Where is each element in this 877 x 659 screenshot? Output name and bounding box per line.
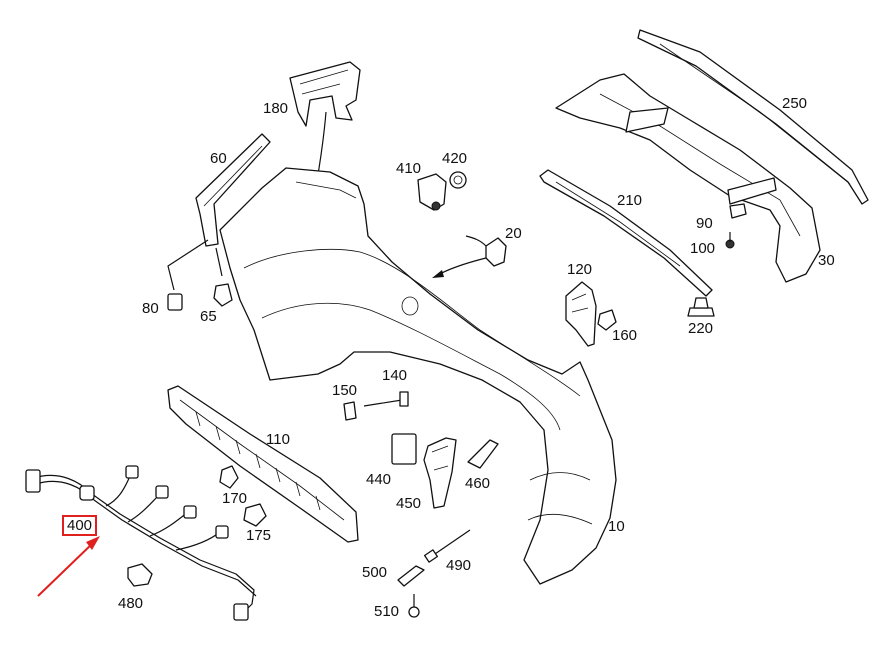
callout-460: 460 <box>465 475 491 492</box>
callout-210: 210 <box>617 192 643 209</box>
part-100-screw <box>725 232 735 249</box>
callout-140: 140 <box>382 367 408 384</box>
callout-400-highlighted: 400 <box>62 515 98 536</box>
part-30-diffuser <box>555 73 821 283</box>
part-80-clip <box>167 293 183 311</box>
callout-60: 60 <box>210 150 227 167</box>
part-10-bumper-cover <box>219 167 617 585</box>
callout-160: 160 <box>612 327 638 344</box>
leader-65 <box>215 247 223 277</box>
part-20-tow-cover <box>465 235 507 267</box>
callout-150: 150 <box>332 382 358 399</box>
part-175-grommet <box>243 503 267 527</box>
callout-250: 250 <box>782 95 808 112</box>
callout-450: 450 <box>396 495 422 512</box>
part-440-block <box>391 433 417 465</box>
callout-175: 175 <box>246 527 272 544</box>
highlight-arrow <box>37 536 100 597</box>
callout-480: 480 <box>118 595 144 612</box>
arrowhead-20 <box>432 270 444 278</box>
part-420-ring-inner <box>453 175 463 185</box>
callout-220: 220 <box>688 320 714 337</box>
callout-490: 490 <box>446 557 472 574</box>
part-420-ring <box>449 171 467 189</box>
callout-500: 500 <box>362 564 388 581</box>
callout-90: 90 <box>696 215 713 232</box>
part-170-clip <box>219 465 239 489</box>
callout-30: 30 <box>818 252 835 269</box>
callout-100: 100 <box>690 240 716 257</box>
callout-65: 65 <box>200 308 217 325</box>
part-410-sensor <box>417 173 447 211</box>
part-460-block <box>467 439 499 469</box>
part-250-trim-strip <box>637 29 869 205</box>
callout-420: 420 <box>442 150 468 167</box>
leader-80 <box>167 239 209 291</box>
callout-170: 170 <box>222 490 248 507</box>
part-110-absorber <box>167 385 359 543</box>
part-150-washer <box>343 401 357 421</box>
part-120-bracket <box>565 281 597 347</box>
part-160-clip <box>597 309 617 331</box>
callout-20: 20 <box>505 225 522 242</box>
part-490-pin <box>423 529 471 563</box>
callout-80: 80 <box>142 300 159 317</box>
part-450-holder <box>423 437 457 509</box>
part-60-guide <box>195 133 271 247</box>
part-510-screw <box>408 594 420 618</box>
callout-410: 410 <box>396 160 422 177</box>
arrow-20 <box>435 257 487 277</box>
part-500-clip <box>397 565 425 587</box>
callout-10: 10 <box>608 518 625 535</box>
part-140-pin <box>363 391 409 407</box>
part-65-clip <box>213 283 233 307</box>
callout-180: 180 <box>263 100 289 117</box>
part-480-bracket <box>127 563 153 587</box>
part-180-bracket <box>289 61 361 127</box>
part-210-strip <box>539 169 713 297</box>
part-220-clip <box>687 297 715 317</box>
callout-510: 510 <box>374 603 400 620</box>
part-90-clip <box>729 203 747 219</box>
callout-110: 110 <box>266 431 290 448</box>
callout-120: 120 <box>567 261 593 278</box>
part-400-wiring-harness <box>25 465 257 621</box>
callout-440: 440 <box>366 471 392 488</box>
